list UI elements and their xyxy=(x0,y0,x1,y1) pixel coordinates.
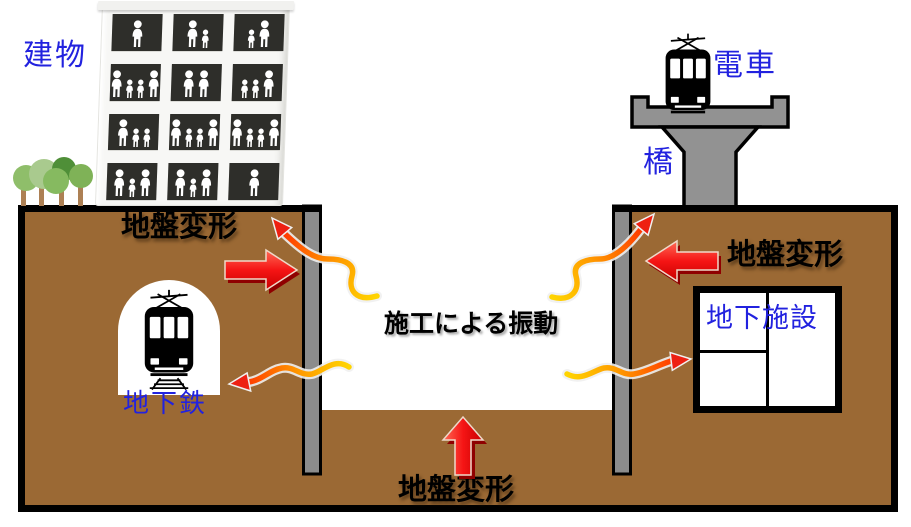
person-icon xyxy=(148,69,160,97)
person-icon xyxy=(248,169,260,196)
person-icon xyxy=(240,79,248,98)
person-icon xyxy=(251,79,259,98)
person-icon xyxy=(196,128,204,148)
trees-icon xyxy=(13,157,93,206)
bridge-label: 橋 xyxy=(643,146,673,179)
building-window xyxy=(168,113,221,151)
building-window xyxy=(228,163,280,200)
person-icon xyxy=(142,128,151,148)
building-window xyxy=(109,63,161,101)
person-icon xyxy=(111,69,123,97)
ground-deformation-label-right: 地盤変形 xyxy=(727,239,844,271)
person-icon xyxy=(188,178,197,197)
underground-facility-box xyxy=(693,286,842,413)
person-icon xyxy=(246,128,254,148)
building-windows xyxy=(106,14,285,200)
building-roof xyxy=(97,1,295,10)
bridge-pier xyxy=(630,95,790,214)
person-icon xyxy=(174,169,186,196)
subway-train-icon xyxy=(143,288,195,391)
ground-deformation-label-bottom: 地盤変形 xyxy=(398,474,515,506)
person-icon xyxy=(131,128,140,148)
ground-border xyxy=(18,205,898,512)
person-icon xyxy=(207,119,219,147)
person-icon xyxy=(131,20,143,47)
right-retaining-wall xyxy=(612,204,632,476)
person-icon xyxy=(117,119,128,147)
person-icon xyxy=(127,178,136,197)
building-window xyxy=(233,14,285,51)
facility-floor-line xyxy=(700,350,766,353)
person-icon xyxy=(200,169,212,196)
person-icon xyxy=(183,69,195,97)
person-icon xyxy=(170,119,182,147)
person-icon xyxy=(113,169,125,196)
person-icon xyxy=(198,69,210,97)
rails-icon xyxy=(149,377,189,391)
person-icon xyxy=(247,29,256,48)
building-window xyxy=(229,113,282,151)
person-icon xyxy=(125,79,134,98)
train-label: 電車 xyxy=(713,49,777,82)
person-icon xyxy=(139,169,151,196)
building-window xyxy=(106,163,158,200)
left-retaining-wall xyxy=(302,204,322,476)
person-icon xyxy=(262,69,274,97)
building-window xyxy=(172,14,224,51)
building-label: 建物 xyxy=(23,39,87,72)
person-icon xyxy=(187,20,198,47)
building-window xyxy=(170,63,222,101)
person-icon xyxy=(201,29,210,48)
person-icon xyxy=(136,79,145,98)
train-icon xyxy=(664,32,712,114)
building-window xyxy=(231,63,283,101)
person-icon xyxy=(231,119,243,147)
building-window xyxy=(111,14,163,51)
person-icon xyxy=(259,20,270,47)
person-icon xyxy=(185,128,193,148)
building-window xyxy=(167,163,219,200)
underground-facility-label: 地下施設 xyxy=(706,303,818,333)
construction-vibration-label: 施工による振動 xyxy=(384,310,559,338)
ground-deformation-label-left: 地盤変形 xyxy=(121,211,238,243)
building-window xyxy=(107,113,160,151)
subway-label: 地下鉄 xyxy=(123,388,208,418)
person-icon xyxy=(268,119,280,147)
person-icon xyxy=(257,128,265,148)
facility-wall-line xyxy=(766,293,769,406)
building xyxy=(96,1,295,205)
